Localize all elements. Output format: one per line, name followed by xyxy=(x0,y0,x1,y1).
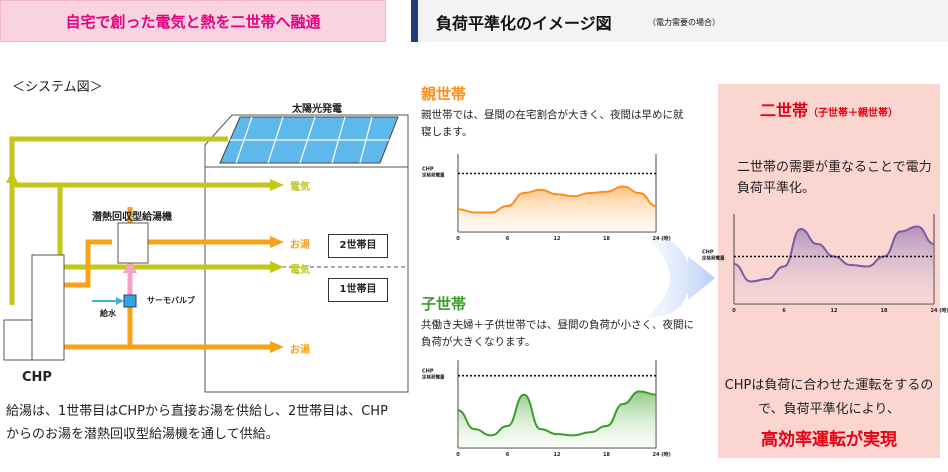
solar-label: 太陽光発電 xyxy=(292,104,342,115)
header-left-title: 自宅で創った電気と熱を二世帯へ融通 xyxy=(65,13,321,31)
x-tick-24: 24 xyxy=(653,452,660,458)
x-tick-0: 0 xyxy=(732,308,736,314)
merge-arrow xyxy=(645,236,715,318)
chp-unit-tall xyxy=(31,254,65,361)
x-unit-label: (時) xyxy=(661,451,671,458)
header-right-subtitle: （電力需要の場合） xyxy=(648,18,720,27)
x-tick-12: 12 xyxy=(554,452,561,458)
system-description: 給湯は、1世帯目はCHPから直接お湯を供給し、2世帯目は、CHPからのお湯を潜熱… xyxy=(6,404,388,442)
x-unit-label: (時) xyxy=(939,307,948,314)
chp-unit-small xyxy=(3,319,33,361)
two-gen-heading: 二世帯 xyxy=(759,101,808,120)
x-tick-0: 0 xyxy=(456,236,460,242)
two-gen-title: 二世帯（子世帯＋親世帯） xyxy=(718,97,940,121)
x-unit-label: (時) xyxy=(661,235,671,242)
chp-rated-label: 定格発電量 xyxy=(422,374,445,381)
water-heater xyxy=(117,222,149,264)
x-tick-18: 18 xyxy=(603,236,610,242)
x-tick-6: 6 xyxy=(782,308,786,314)
x-tick-12: 12 xyxy=(831,308,838,314)
series-area xyxy=(734,226,934,304)
water-heater-label: 潜熱回収型給湯機 xyxy=(92,212,172,223)
floor-2-label: 2世帯目 xyxy=(328,234,388,258)
water-supply-label: 給水 xyxy=(100,309,116,318)
flow-hotwater-2: お湯 xyxy=(290,240,310,251)
two-gen-text1: 二世帯の需要が重なることで電力負荷平準化。 xyxy=(737,160,932,196)
chp-label: CHP xyxy=(422,167,434,173)
floor-1-label: 1世帯目 xyxy=(328,278,388,302)
series-area xyxy=(458,186,656,232)
x-tick-24: 24 xyxy=(931,308,938,314)
chp-label: CHP xyxy=(702,250,714,256)
header-right-title: 負荷平準化のイメージ図 xyxy=(436,14,612,33)
parents-text: 親世帯では、昼間の在宅割合が大きく、夜間は早めに就寝します。 xyxy=(421,109,684,138)
x-tick-12: 12 xyxy=(554,236,561,242)
two-gen-text2: CHPは負荷に合わせた運転をするので、負荷平準化により、 xyxy=(724,378,934,417)
children-text: 共働き夫婦＋子供世帯では、昼間の負荷が小さく、夜間に負荷が大きくなります。 xyxy=(421,319,694,348)
chp-rated-label: 定格発電量 xyxy=(702,255,725,262)
chp-label: CHP xyxy=(422,369,434,375)
two-gen-heading-sub: （子世帯＋親世帯） xyxy=(808,108,898,119)
x-tick-6: 6 xyxy=(506,452,510,458)
children-heading: 子世帯 xyxy=(421,295,467,313)
flow-electricity-1: 電気 xyxy=(290,265,310,276)
x-tick-24: 24 xyxy=(653,236,660,242)
x-tick-18: 18 xyxy=(881,308,888,314)
flow-hotwater-1: お湯 xyxy=(290,345,310,356)
chp-rated-label: 定格発電量 xyxy=(422,172,445,179)
thermo-valve-label: サーモバルブ xyxy=(147,296,195,305)
header-left: 自宅で創った電気と熱を二世帯へ融通 xyxy=(0,0,386,42)
chp-label: CHP xyxy=(22,370,52,385)
system-title: ＜システム図＞ xyxy=(12,80,103,95)
x-tick-6: 6 xyxy=(506,236,510,242)
flow-electricity-2: 電気 xyxy=(290,182,310,193)
header-right: 負荷平準化のイメージ図 （電力需要の場合） xyxy=(411,0,948,42)
series-area xyxy=(458,391,656,448)
thermo-valve xyxy=(123,294,137,308)
x-tick-0: 0 xyxy=(456,452,460,458)
parents-heading: 親世帯 xyxy=(421,85,467,103)
two-gen-highlight: 高効率運転が実現 xyxy=(761,430,897,450)
x-tick-18: 18 xyxy=(603,452,610,458)
